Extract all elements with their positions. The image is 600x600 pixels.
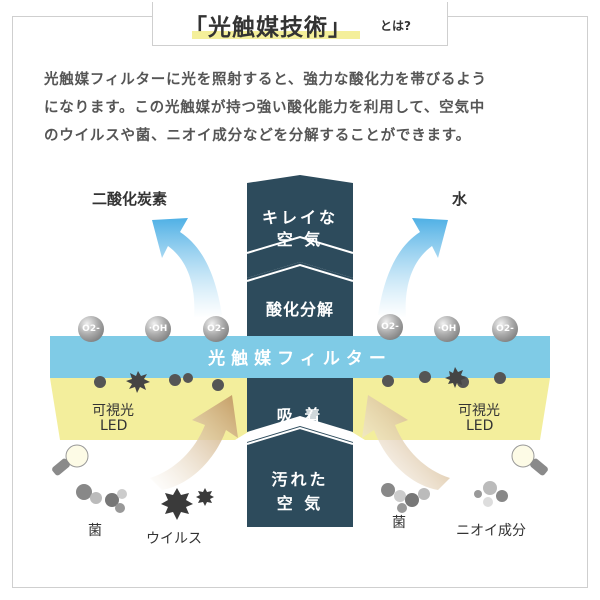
chevron-separator bbox=[246, 263, 354, 282]
chevron-separator bbox=[246, 235, 354, 254]
arrow-up-left bbox=[152, 218, 222, 318]
light-beam-right bbox=[300, 378, 550, 440]
light-right-label-1: 可視光 bbox=[458, 403, 500, 419]
o2-molecule-icon: O2- bbox=[492, 316, 518, 342]
bacteria-left-label: 菌 bbox=[88, 523, 102, 539]
column-adsorption-label: 吸 着 bbox=[276, 406, 324, 425]
light-right-label-2: LED bbox=[466, 418, 494, 434]
led-lamp-right bbox=[511, 444, 548, 476]
odor-cluster bbox=[474, 481, 508, 507]
bacteria-cluster-right bbox=[381, 483, 430, 513]
column-oxidation bbox=[247, 262, 353, 336]
description-line-1: 光触媒フィルターに光を照射すると、強力な酸化力を帯びるよう bbox=[44, 72, 487, 88]
light-left-label-1: 可視光 bbox=[92, 403, 134, 419]
oh-molecule-icon: ·OH bbox=[434, 316, 460, 342]
column-top-clean-air bbox=[247, 175, 353, 278]
arrow-in-left bbox=[150, 395, 238, 490]
o2-molecule-icon: O2- bbox=[203, 316, 229, 342]
column-dirty-air bbox=[247, 426, 353, 527]
column-oxidation-label: 酸化分解 bbox=[265, 300, 334, 319]
odor-label: ニオイ成分 bbox=[456, 523, 526, 539]
virus-icons bbox=[161, 488, 214, 520]
page-title-suffix: とは? bbox=[380, 19, 411, 33]
led-lamp-left bbox=[52, 444, 89, 476]
output-co2-label: 二酸化炭素 bbox=[92, 190, 168, 208]
adsorbed-virus-particles bbox=[126, 367, 466, 393]
output-water-label: 水 bbox=[452, 190, 468, 208]
bacteria-right-label: 菌 bbox=[392, 515, 406, 531]
bacteria-cluster-left bbox=[76, 484, 127, 513]
o2-molecule-icon: O2- bbox=[78, 316, 104, 342]
page-title: 「光触媒技術」 bbox=[184, 15, 352, 41]
photocatalyst-filter-bar bbox=[50, 336, 550, 378]
title-highlight bbox=[192, 31, 360, 39]
column-dirty-air-line-1: 汚れた bbox=[271, 470, 329, 489]
o2-molecule-icon: O2- bbox=[377, 314, 403, 340]
column-clean-air-line-1: キレイな bbox=[261, 208, 338, 227]
adsorbed-particles bbox=[94, 371, 506, 391]
description-line-3: のウイルスや菌、ニオイ成分などを分解することができます。 bbox=[44, 128, 471, 144]
chevron-separator bbox=[246, 426, 354, 445]
column-clean-air-line-2: 空 気 bbox=[276, 230, 324, 249]
description-line-2: になります。この光触媒が持つ強い酸化能力を利用して、空気中 bbox=[44, 100, 486, 116]
light-left-label-2: LED bbox=[100, 418, 128, 434]
column-dirty-air-line-2: 空 気 bbox=[276, 494, 324, 513]
virus-label: ウイルス bbox=[146, 531, 202, 547]
arrow-up-right bbox=[378, 218, 448, 318]
arrow-in-right bbox=[362, 395, 450, 490]
filter-label: 光触媒フィルター bbox=[208, 349, 392, 369]
oh-molecule-icon: ·OH bbox=[145, 316, 171, 342]
column-adsorption bbox=[247, 378, 353, 432]
light-beam-left bbox=[50, 378, 300, 440]
